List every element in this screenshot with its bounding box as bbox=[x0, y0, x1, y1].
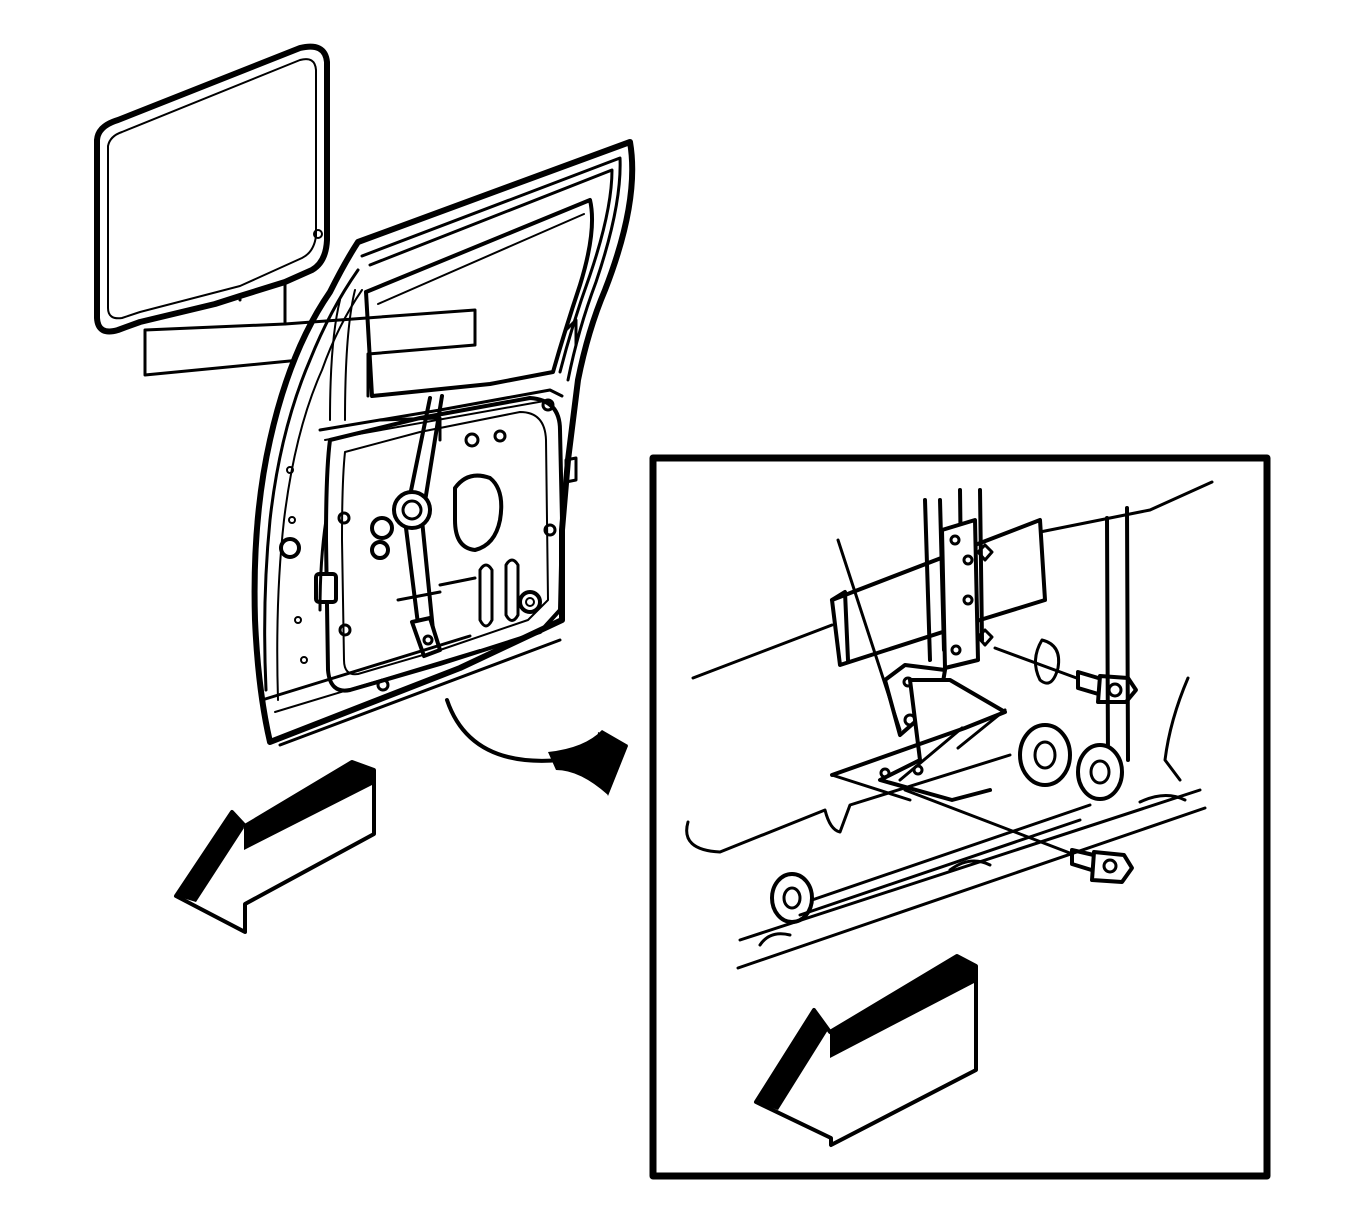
detail-inset bbox=[649, 454, 1271, 1180]
door-glass bbox=[94, 43, 330, 377]
rear-door-assembly bbox=[251, 139, 636, 747]
forward-direction-arrow-icon bbox=[754, 954, 978, 1147]
bolt-icon bbox=[903, 788, 1134, 884]
forward-direction-arrow-icon bbox=[174, 760, 376, 934]
detail-callout-arrow-icon bbox=[445, 698, 628, 796]
